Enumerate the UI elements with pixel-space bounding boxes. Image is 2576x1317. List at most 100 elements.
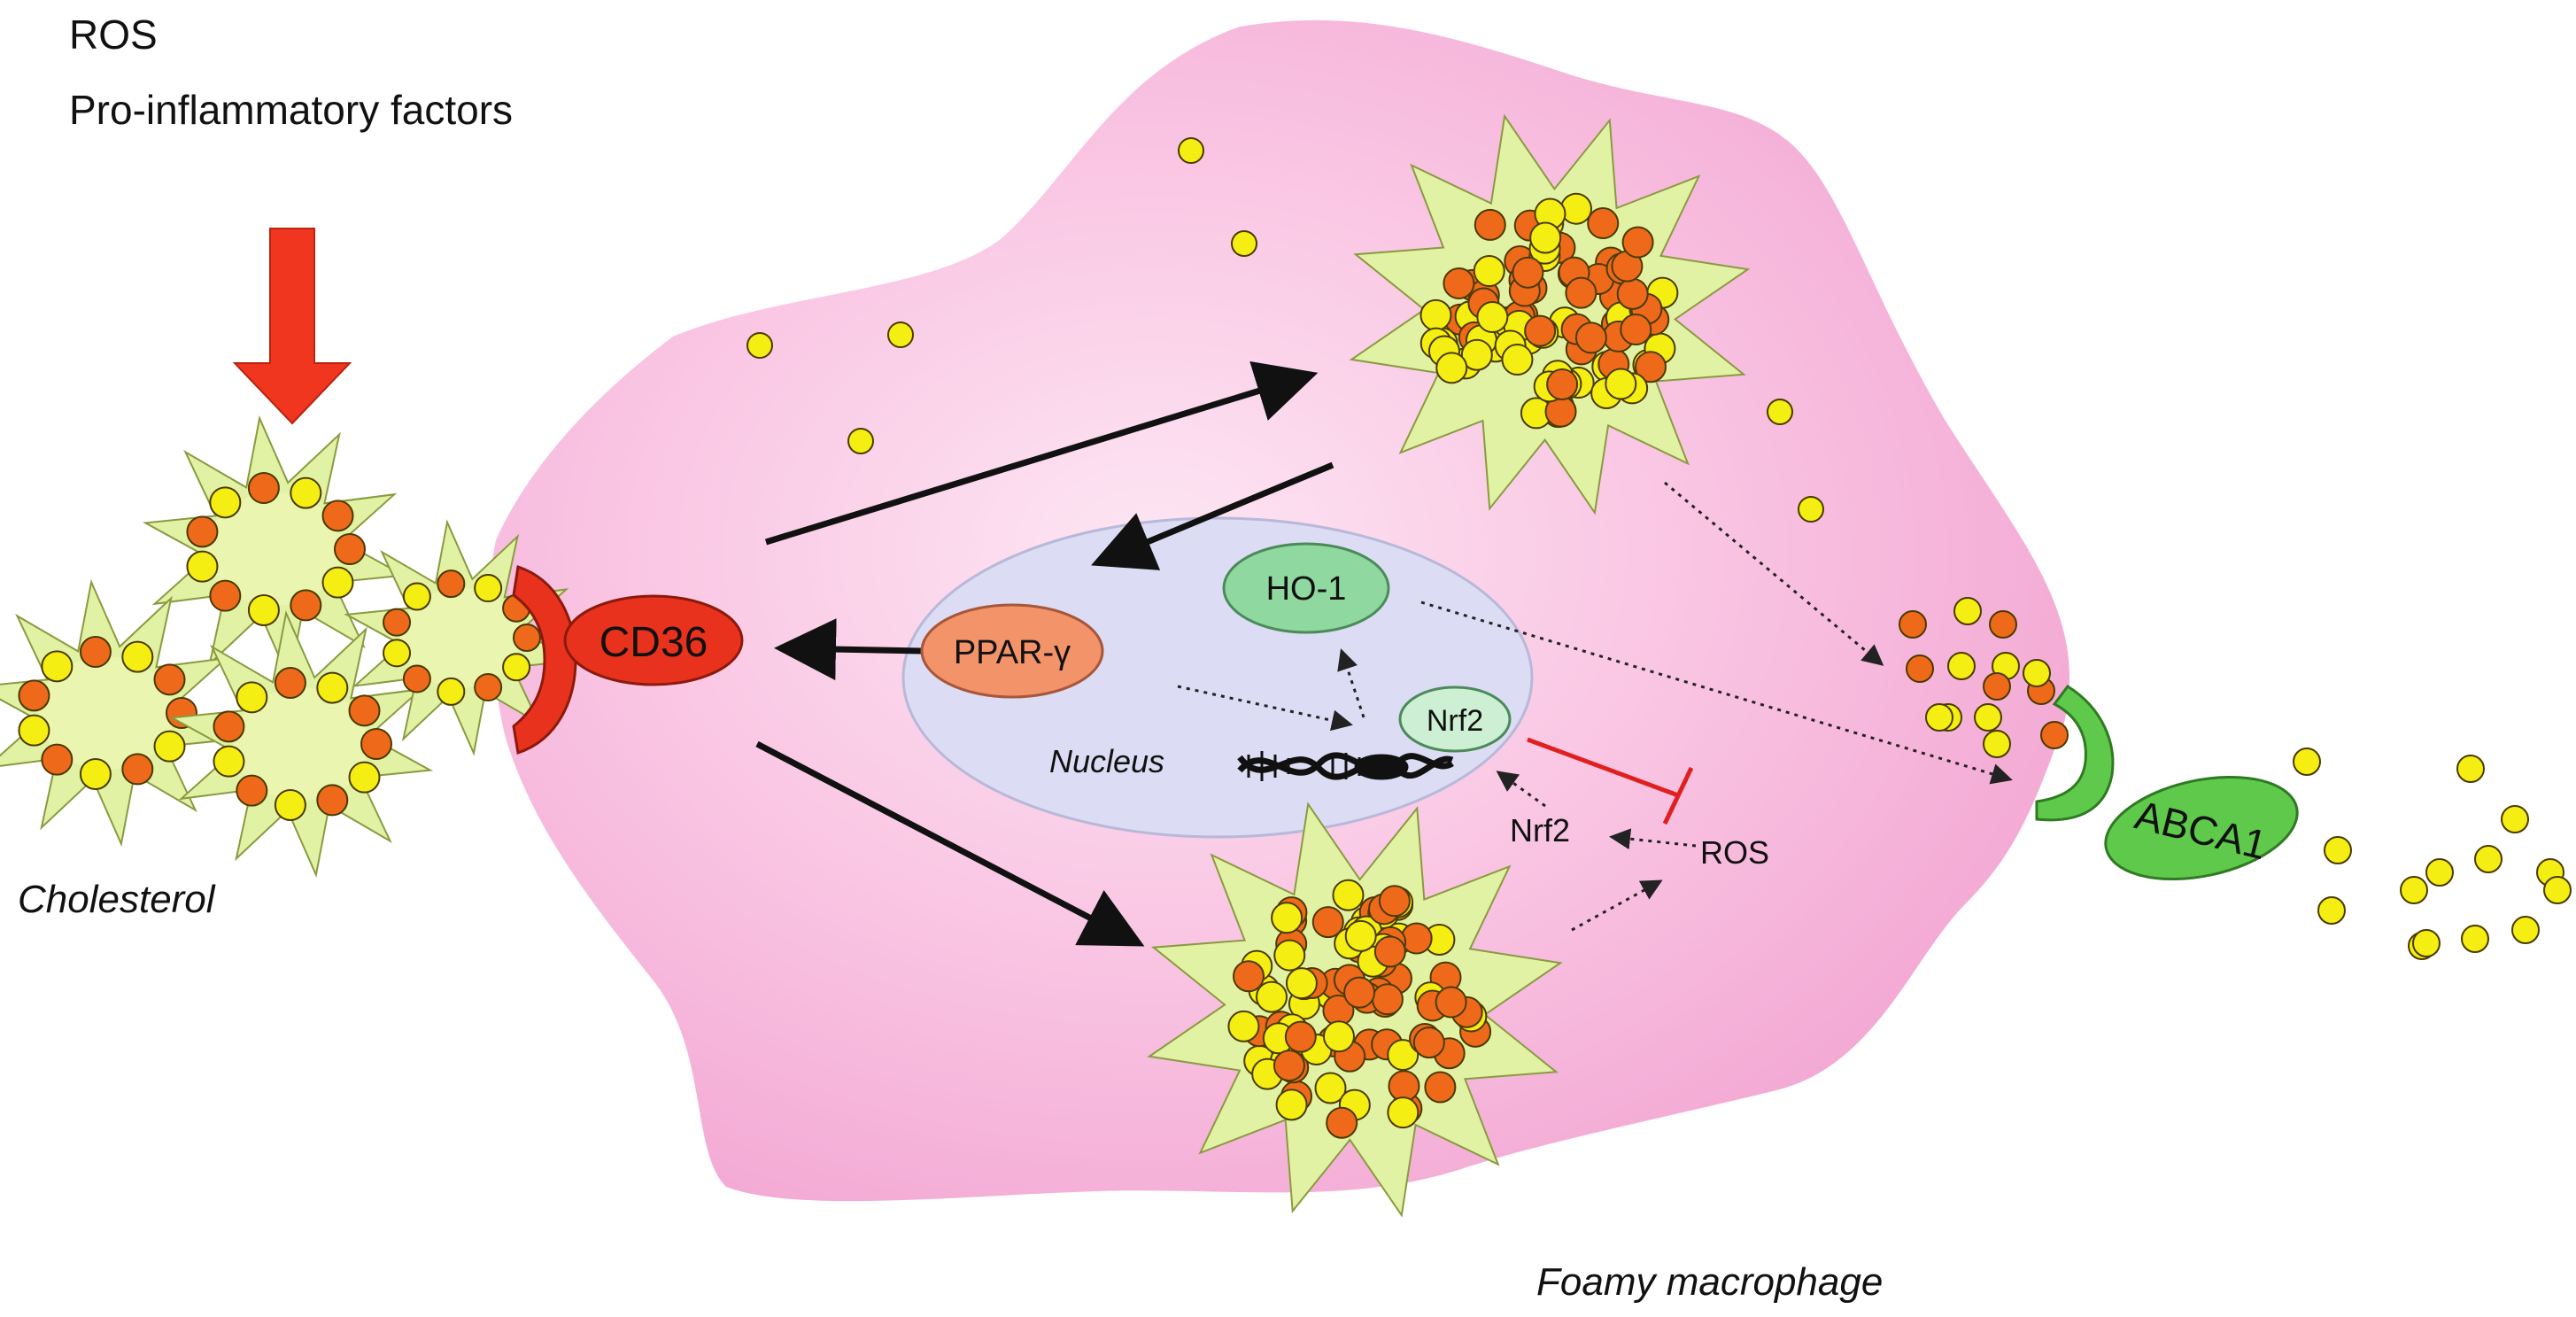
cholesterol-particle	[168, 609, 434, 879]
free-molecule	[887, 322, 914, 348]
cholesterol-molecule	[41, 650, 73, 683]
droplet-molecule	[1424, 1071, 1457, 1104]
droplet-molecule	[1605, 368, 1637, 400]
droplet-molecule	[1529, 221, 1562, 254]
cholesterol-molecule	[247, 593, 280, 626]
efflux-molecule	[1947, 652, 1976, 680]
cholesterol-label: Cholesterol	[18, 878, 216, 921]
cholesterol-molecule	[153, 730, 186, 763]
stimulus-arrow	[232, 228, 352, 425]
cholesterol-molecule	[153, 663, 186, 696]
cholesterol-molecule	[402, 582, 431, 611]
droplet-molecule	[1373, 935, 1406, 968]
cholesterol-molecule	[236, 774, 268, 807]
droplet-molecule	[1587, 207, 1620, 240]
free-cholesterol-molecules	[746, 137, 1824, 523]
cholesterol-molecule	[79, 757, 112, 790]
dotted-arrow-nrf2-to-ho1	[1337, 648, 1365, 718]
cholesterol-molecule	[383, 608, 412, 637]
droplet-molecule	[1574, 322, 1607, 354]
abca1-transporter: ABCA1	[2035, 684, 2299, 881]
droplet-molecule	[1501, 344, 1534, 376]
efflux-molecule	[1906, 655, 1934, 683]
cholesterol-molecule	[290, 589, 322, 622]
droplet-molecule	[1227, 1010, 1260, 1042]
free-molecule	[1231, 230, 1257, 257]
cholesterol-molecule	[474, 574, 503, 603]
droplet-molecule	[1322, 1020, 1355, 1053]
droplet-molecule	[1621, 226, 1654, 259]
droplet-molecule	[1476, 301, 1509, 334]
cholesterol-molecule	[321, 566, 354, 599]
effluxed-molecule	[2543, 876, 2572, 904]
droplet-molecule	[1460, 338, 1493, 371]
cholesterol-molecule	[186, 550, 219, 583]
effluxed-molecule	[2317, 896, 2346, 925]
free-molecule	[1178, 137, 1204, 164]
cholesterol-molecule	[290, 476, 322, 509]
free-molecule	[847, 428, 874, 454]
effluxed-molecule	[2324, 836, 2352, 864]
droplet-molecule	[1314, 1072, 1347, 1104]
efflux-molecule	[1899, 610, 1927, 639]
droplet-molecule	[1546, 368, 1579, 400]
arrow-uptake-to-upper-droplet	[764, 360, 1319, 546]
efflux-molecule	[2040, 721, 2069, 749]
effluxed-molecule	[2511, 916, 2540, 944]
efflux-molecule	[1974, 703, 2002, 732]
stimulus-factors: Pro-inflammatory factors	[69, 87, 513, 133]
cholesterol-molecule	[348, 694, 381, 727]
droplet-molecule	[1474, 208, 1506, 241]
ros-label: ROS	[1700, 834, 1769, 871]
cholesterol-molecule	[502, 653, 531, 682]
effluxed-molecule	[2461, 925, 2489, 953]
droplet-molecule	[1524, 314, 1557, 347]
cell-label: Foamy macrophage	[1536, 1260, 1883, 1304]
dna-helix	[1237, 751, 1454, 781]
free-molecule	[1767, 399, 1793, 425]
nrf2-nucleus-label: Nrf2	[1427, 704, 1483, 738]
ppar-label: PPAR-γ	[954, 634, 1071, 671]
cholesterol-molecule	[348, 761, 381, 794]
nrf2-nucleus: Nrf2	[1398, 686, 1512, 753]
droplet-molecule	[1616, 277, 1649, 310]
droplet-molecule	[1412, 1026, 1445, 1059]
efflux-molecule	[1953, 597, 1982, 625]
cholesterol-molecule	[316, 784, 349, 817]
cholesterol-molecule	[41, 743, 73, 776]
droplet-molecule	[1388, 1070, 1420, 1103]
cholesterol-molecule	[213, 745, 245, 778]
dotted-arrow-droplet-to-efflux	[1664, 481, 1884, 666]
effluxed-molecule	[2425, 858, 2454, 887]
cholesterol-molecule	[79, 636, 112, 669]
cd36-receptor: CD36	[512, 565, 744, 755]
effluxed-cholesterol-molecules	[2293, 748, 2572, 960]
droplet-molecule	[1559, 192, 1592, 225]
cholesterol-molecule	[236, 681, 268, 714]
cholesterol-molecule	[316, 671, 349, 704]
stimulus-ros: ROS	[69, 12, 158, 58]
dotted-arrow-ppar-to-dna	[1177, 685, 1353, 732]
cholesterol-particle	[344, 519, 577, 756]
ppar-gamma: PPAR-γ	[920, 603, 1104, 699]
nrf2-cytoplasm-label: Nrf2	[1510, 812, 1570, 848]
droplet-molecule	[1420, 298, 1452, 331]
cholesterol-molecule	[437, 569, 466, 599]
cholesterol-molecule	[474, 672, 503, 701]
cholesterol-molecule	[321, 500, 354, 532]
cholesterol-molecule	[402, 664, 431, 693]
cholesterol-molecule	[274, 788, 306, 821]
cholesterol-molecule	[513, 624, 541, 652]
cholesterol-molecule	[437, 677, 466, 706]
droplet-molecule	[1285, 967, 1318, 1000]
efflux-molecule	[1989, 610, 2017, 639]
free-molecule	[746, 332, 773, 359]
cholesterol-molecule	[209, 486, 242, 519]
ho1-label: HO-1	[1266, 570, 1347, 608]
effluxed-molecule	[2456, 755, 2485, 783]
dotted-arrow-nrf2-to-nucleus	[1496, 771, 1546, 808]
droplet-molecule	[1473, 255, 1505, 288]
droplet-molecule	[1435, 352, 1468, 384]
cholesterol-molecule	[121, 753, 154, 786]
